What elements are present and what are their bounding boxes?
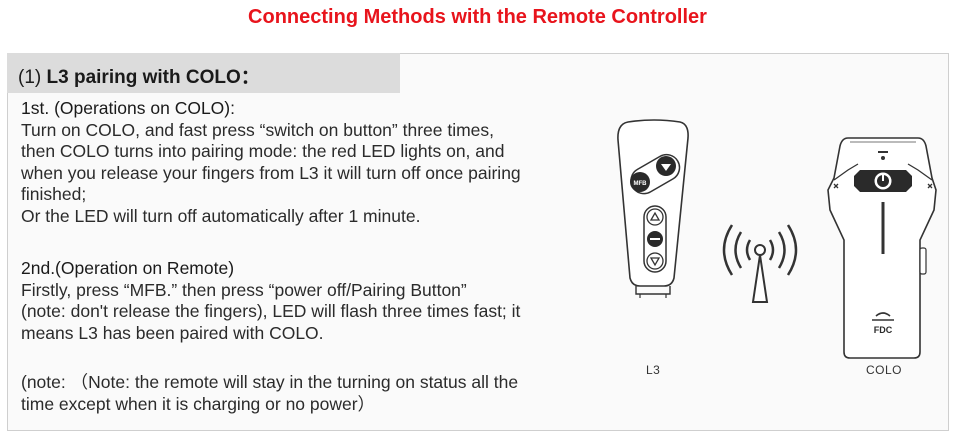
- colo-device-icon: FDC: [827, 137, 937, 359]
- device-caption: COLO: [866, 363, 903, 377]
- step1-line: when you release your fingers from L3 it…: [21, 162, 521, 183]
- step1-line: Or the LED will turn off automatically a…: [21, 205, 421, 226]
- section-heading: (1) L3 pairing with COLO：: [18, 62, 260, 89]
- step1-line: then COLO turns into pairing mode: the r…: [21, 141, 505, 161]
- remote-mfb-label: MFB: [634, 181, 648, 187]
- step2-line: Firstly, press “MFB.” then press “power …: [21, 279, 467, 300]
- step1-block: 1st. (Operations on COLO): Turn on COLO,…: [21, 98, 521, 227]
- page-title: Connecting Methods with the Remote Contr…: [248, 6, 707, 28]
- section-prefix: (1): [18, 67, 42, 88]
- step2-block: 2nd.(Operation on Remote) Firstly, press…: [21, 258, 520, 344]
- note-line: （Note: the remote will stay in the turni…: [70, 372, 519, 392]
- step2-line: means L3 has been paired with COLO.: [21, 322, 324, 343]
- note-line: time except when it is charging or no po…: [21, 393, 376, 414]
- content-panel: [7, 53, 949, 431]
- wireless-signal-icon: [722, 224, 798, 303]
- step1-line: finished;: [21, 184, 87, 204]
- step2-heading: 2nd.(Operation on Remote): [21, 258, 235, 278]
- section-heading-text: L3 pairing with COLO：: [46, 67, 260, 88]
- step1-heading: 1st. (Operations on COLO):: [21, 98, 235, 118]
- note-block: (note: （Note: the remote will stay in th…: [21, 372, 518, 415]
- step2-line: (note: don't release the fingers), LED w…: [21, 301, 521, 321]
- remote-caption: L3: [646, 363, 661, 377]
- step1-line: Turn on COLO, and fast press “switch on …: [21, 119, 495, 140]
- note-label: (note:: [21, 372, 66, 392]
- device-brand-label: FDC: [874, 325, 893, 335]
- section-header-band: [7, 53, 400, 93]
- remote-control-icon: MFB: [617, 119, 689, 298]
